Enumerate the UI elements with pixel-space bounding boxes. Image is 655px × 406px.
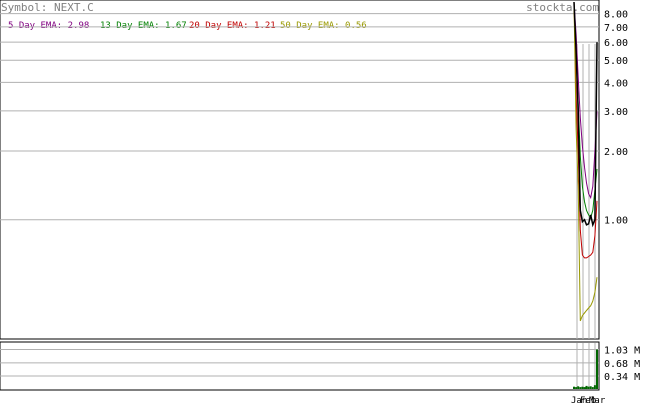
price-series <box>573 1 598 322</box>
series-line-20-day-ema <box>573 1 598 259</box>
legend-20day: 20 Day EMA: 1.21 <box>189 21 276 31</box>
price-tick-label: 6.00 <box>604 38 628 49</box>
price-panel-frame <box>0 0 600 340</box>
volume-tick-label: 1.03 M <box>604 346 640 357</box>
volume-grid <box>0 343 599 389</box>
volume-bar <box>581 386 584 389</box>
volume-panel-frame <box>0 341 600 391</box>
price-tick-label: 7.00 <box>604 23 628 34</box>
price-tick-label: 1.00 <box>604 216 628 227</box>
series-line-50-day-ema <box>573 1 598 322</box>
price-tick-label: 2.00 <box>604 147 628 158</box>
watermark: stockta.com <box>526 1 599 14</box>
x-tick-label: Mar <box>589 396 606 406</box>
price-tick-label: 3.00 <box>604 107 628 118</box>
price-tick-label: 5.00 <box>604 56 628 67</box>
legend-13day: 13 Day EMA: 1.67 <box>100 21 187 31</box>
x-tick-label: Jan <box>571 396 587 406</box>
price-tick-label: 4.00 <box>604 78 628 89</box>
volume-bar <box>573 386 575 389</box>
volume-bar <box>591 387 594 389</box>
volume-bar <box>585 385 588 389</box>
volume-bar <box>575 387 578 389</box>
legend: 5 Day EMA: 2.98 13 Day EMA: 1.67 20 Day … <box>8 21 367 31</box>
symbol-label: Symbol: NEXT.C <box>1 1 94 14</box>
volume-bar <box>589 386 592 389</box>
volume-tick-label: 0.68 M <box>604 359 640 370</box>
series-line-price <box>573 1 598 228</box>
price-tick-label: 8.00 <box>604 10 628 21</box>
volume-bar <box>596 349 598 389</box>
volume-bar <box>577 386 580 389</box>
price-grid <box>0 13 599 339</box>
volume-tick-label: 0.34 M <box>604 372 640 383</box>
volume-bars <box>573 349 598 389</box>
series-line-5-day-ema <box>573 1 598 200</box>
volume-bar <box>587 386 590 389</box>
legend-5day: 5 Day EMA: 2.98 <box>8 21 89 31</box>
volume-bar <box>583 387 586 389</box>
x-tick-label: Feb <box>580 396 596 406</box>
price-axis: 8.00 7.00 6.00 5.00 4.00 3.00 2.00 1.00 <box>604 10 628 227</box>
volume-axis: 1.03 M 0.68 M 0.34 M <box>604 346 640 383</box>
volume-bar <box>593 385 596 389</box>
legend-50day: 50 Day EMA: 0.56 <box>280 21 367 31</box>
volume-bar <box>579 387 582 389</box>
